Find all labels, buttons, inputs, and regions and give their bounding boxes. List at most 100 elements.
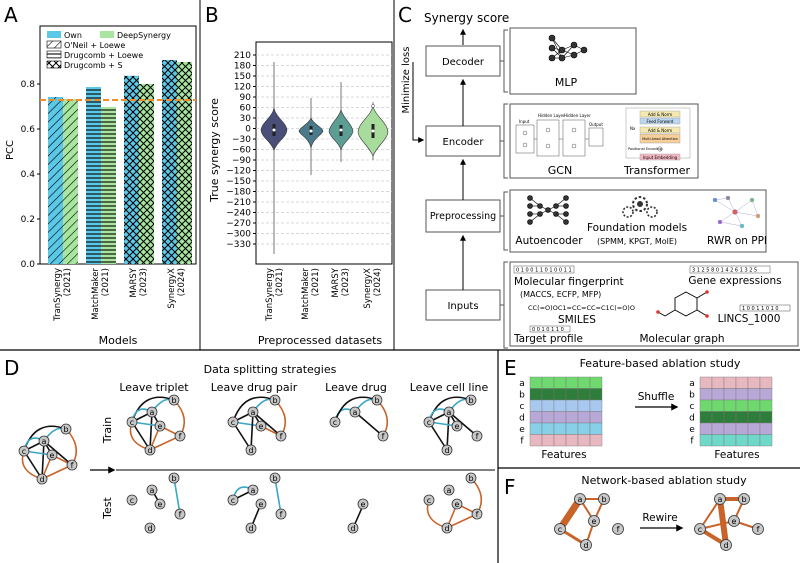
- bar-matchmaker-deep-hatch: [101, 107, 116, 264]
- graph-node: [245, 522, 257, 534]
- transformer-positional: Positional Encoding: [628, 147, 662, 151]
- graph-edge: [173, 477, 181, 515]
- network-node-label: b: [601, 495, 606, 504]
- matrix-cell: [747, 411, 761, 424]
- graph-node: [471, 508, 483, 520]
- matrix-cell: [723, 376, 737, 389]
- graph-node-label: b: [272, 474, 277, 483]
- graph-node-label: e: [259, 500, 264, 509]
- graph-node: [377, 430, 389, 442]
- target-profile-vector: 0 0 1 0 1 1 0: [529, 325, 571, 333]
- graph-node: [443, 484, 455, 496]
- graph-node: [451, 420, 463, 432]
- graph-node: [146, 406, 158, 418]
- graph-node-label: d: [350, 524, 355, 533]
- graph-node-label: c: [130, 418, 134, 427]
- panel-a-plot-frame: [39, 25, 197, 265]
- row-label: b: [689, 391, 695, 401]
- graph-node: [60, 423, 72, 435]
- preproc-detail-box: [509, 189, 767, 253]
- graph-node-label: a: [447, 408, 452, 417]
- strategy-leave-cell-line: Leave cell line: [410, 381, 489, 394]
- graph-node-label: d: [248, 446, 253, 455]
- ytick: 210: [234, 51, 251, 61]
- graph-node: [36, 473, 48, 485]
- graph-node: [144, 444, 156, 456]
- graph-node-label: e: [455, 500, 460, 509]
- ytick: 0.2: [21, 215, 35, 225]
- ytick: 0: [245, 125, 251, 135]
- graph-edge: [41, 464, 73, 480]
- graph-node-label: e: [259, 422, 264, 431]
- panel-f-letter: F: [504, 475, 516, 499]
- matrix-cell: [565, 399, 579, 412]
- network-node-label: e: [592, 517, 597, 526]
- matrix-cell: [759, 399, 773, 412]
- graph-node: [18, 445, 30, 457]
- graph-node-label: b: [468, 474, 473, 483]
- transformer-label: Transformer: [623, 164, 690, 177]
- matrix-cell: [589, 411, 603, 424]
- graph-node-label: d: [248, 524, 253, 533]
- matrix-cell: [759, 422, 773, 435]
- graph-node: [269, 472, 281, 484]
- matrix-cell: [565, 411, 579, 424]
- panel-e-title: Feature-based ablation study: [580, 357, 741, 370]
- matrix-cell: [699, 434, 713, 447]
- panel-c-minimize-loss: Minimize loss: [401, 47, 412, 114]
- ytick: 0.4: [21, 170, 36, 180]
- matrix-cell: [723, 399, 737, 412]
- graph-node: [443, 406, 455, 418]
- fingerprint-label: Molecular fingerprint: [514, 276, 624, 288]
- matrix-cell: [577, 411, 591, 424]
- graph-node: [349, 406, 361, 418]
- xtick-marsy-year: (2023): [341, 268, 351, 296]
- matrix-cell: [747, 422, 761, 435]
- matrix-cell: [529, 422, 543, 435]
- foundation-models-list: (SPMM, KPGT, MolE): [597, 237, 677, 246]
- encoder-label: Encoder: [443, 137, 485, 148]
- matrix-cell: [711, 434, 725, 447]
- svg-text:0 1 0 0 1 1 0 1 0 0 1 1: 0 1 0 0 1 1 0 1 0 0 1 1: [516, 268, 572, 274]
- matrix-cell: [699, 376, 713, 389]
- ytick: 90: [240, 93, 252, 103]
- graph-node-label: a: [150, 408, 155, 417]
- panel-a-letter: A: [4, 3, 18, 27]
- lincs-label: LINCS_1000: [718, 313, 781, 325]
- graph-node: [154, 420, 166, 432]
- matrix-cell: [541, 388, 555, 401]
- network-node: [598, 493, 610, 505]
- encoder-box: [425, 125, 501, 157]
- bar-marsy-own-hatch: [124, 75, 139, 264]
- target-profile-label: Target profile: [513, 333, 583, 345]
- bar-matchmaker-own-hatch: [86, 87, 101, 264]
- legend-own: Own: [64, 31, 82, 40]
- matrix-cell: [723, 434, 737, 447]
- matrix-cell: [747, 376, 761, 389]
- matrix-cell: [541, 434, 555, 447]
- ytick: −120: [226, 167, 251, 177]
- ytick: 180: [234, 62, 251, 72]
- matrix-cell: [699, 388, 713, 401]
- matrix-cell: [553, 422, 567, 435]
- mlp-network-icon: [548, 34, 588, 62]
- matrix-cell: [589, 376, 603, 389]
- panel-b: B 2101801501209060300−30−60−90−120−150−1…: [205, 3, 393, 347]
- graph-node: [126, 416, 138, 428]
- xtick-synergyx-year: (2024): [373, 268, 383, 296]
- matrix-cell: [747, 388, 761, 401]
- network-edge: [717, 496, 729, 548]
- matrix-cell: [759, 388, 773, 401]
- matrix-cell: [553, 399, 567, 412]
- legend-deepsynergy-swatch: [100, 31, 114, 38]
- graph-node: [371, 394, 383, 406]
- graph-node-label: a: [447, 486, 452, 495]
- graph-node-label: e: [361, 500, 366, 509]
- matrix-cell: [541, 411, 555, 424]
- rewire-label: Rewire: [642, 512, 677, 524]
